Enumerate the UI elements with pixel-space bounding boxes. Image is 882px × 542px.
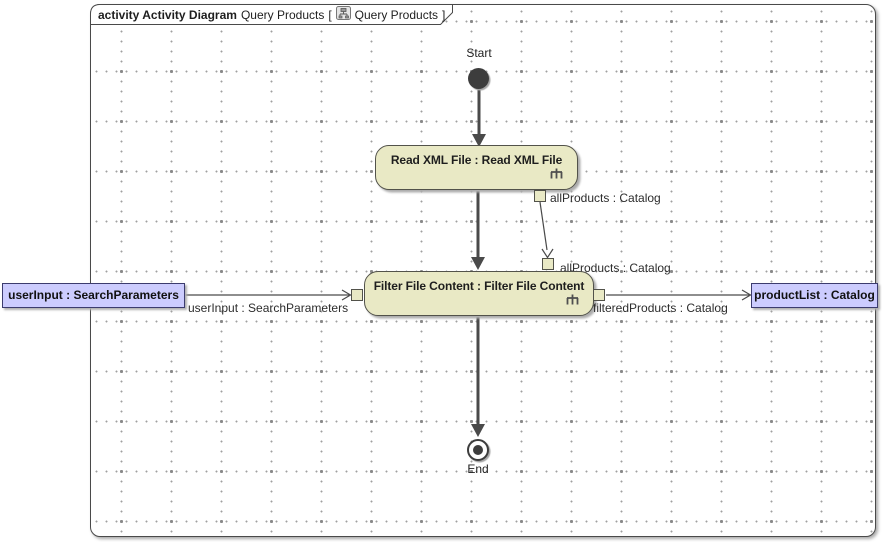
rake-icon [550, 168, 563, 184]
final-node-label: End [467, 462, 489, 476]
initial-node-label: Start [466, 46, 492, 60]
final-node[interactable] [467, 439, 489, 461]
frame-kind-label: activity Activity Diagram [98, 7, 237, 22]
input-pin-all-products[interactable] [542, 258, 554, 270]
frame-bracket-close: ] [442, 7, 446, 22]
initial-node[interactable] [468, 68, 489, 89]
activity-parameter-product-list[interactable]: productList : Catalog [751, 283, 878, 308]
rake-icon [566, 294, 579, 310]
output-pin-filtered-products[interactable] [593, 289, 605, 301]
edge-label-user-input[interactable]: userInput : SearchParameters [188, 301, 349, 315]
action-read-xml-file[interactable]: Read XML File : Read XML File [375, 145, 578, 190]
output-pin-all-products-label[interactable]: allProducts : Catalog [550, 191, 661, 205]
action-read-xml-file-label: Read XML File : Read XML File [390, 153, 563, 167]
frame-diagram-name: Query Products [240, 7, 325, 22]
frame-title: activity Activity Diagram Query Products… [98, 6, 445, 23]
activity-parameter-user-input[interactable]: userInput : SearchParameters [2, 283, 185, 308]
activity-diagram-icon [335, 6, 351, 23]
action-filter-file-content[interactable]: Filter File Content : Filter File Conten… [364, 271, 594, 316]
frame-bracket-open: [ [328, 7, 332, 22]
output-pin-all-products[interactable] [534, 190, 546, 202]
activity-frame[interactable] [90, 4, 876, 537]
edge-label-filtered-products[interactable]: filteredProducts : Catalog [593, 301, 728, 315]
action-filter-file-content-label: Filter File Content : Filter File Conten… [373, 279, 585, 293]
input-pin-all-products-label[interactable]: allProducts : Catalog [560, 261, 671, 275]
input-pin-user-input[interactable] [351, 289, 363, 301]
final-node-dot [473, 445, 483, 455]
frame-ref-name: Query Products [354, 7, 439, 22]
